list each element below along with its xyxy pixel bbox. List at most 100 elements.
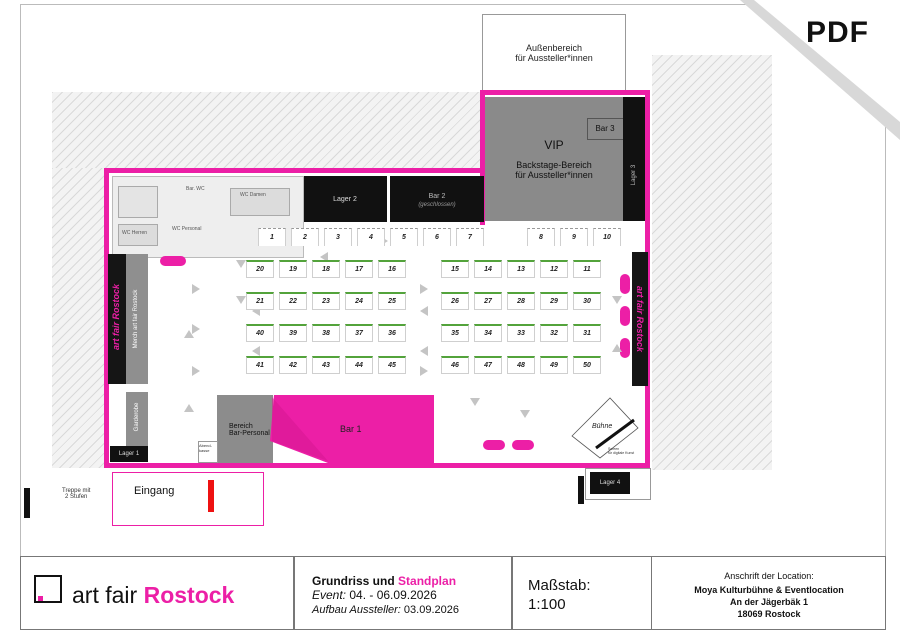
arrow-down — [236, 296, 246, 304]
aufbau-label: Aufbau Aussteller: — [312, 604, 401, 616]
stand-12[interactable]: 12 — [540, 260, 568, 278]
plan-title-main: Grundriss und — [312, 574, 399, 588]
event-dates: 04. - 06.09.2026 — [346, 588, 437, 602]
stand-15[interactable]: 15 — [441, 260, 469, 278]
location-city: 18069 Rostock — [737, 609, 801, 619]
event-line: Event: 04. - 06.09.2026 — [312, 588, 437, 602]
stand-14[interactable]: 14 — [474, 260, 502, 278]
stand-6[interactable]: 6 — [423, 228, 451, 246]
stand-4[interactable]: 4 — [357, 228, 385, 246]
vip-label: VIP — [544, 138, 564, 152]
stand-34[interactable]: 34 — [474, 324, 502, 342]
stand-42[interactable]: 42 — [279, 356, 307, 374]
stand-21[interactable]: 21 — [246, 292, 274, 310]
stand-31[interactable]: 31 — [573, 324, 601, 342]
stand-17[interactable]: 17 — [345, 260, 373, 278]
stand-9[interactable]: 9 — [560, 228, 588, 246]
logo-text: art fair Rostock — [72, 582, 234, 609]
bar2-label: Bar 2 — [428, 193, 446, 200]
bereich-bar-personal — [217, 395, 273, 463]
arrow-down — [612, 296, 622, 304]
stand-10[interactable]: 10 — [593, 228, 621, 246]
stand-27[interactable]: 27 — [474, 292, 502, 310]
stand-33[interactable]: 33 — [507, 324, 535, 342]
stand-1[interactable]: 1 — [258, 228, 286, 246]
garderobe — [126, 392, 148, 446]
lager2: Lager 2 — [303, 176, 387, 222]
scale-value: 1:100 — [528, 596, 566, 613]
stand-29[interactable]: 29 — [540, 292, 568, 310]
stand-46[interactable]: 46 — [441, 356, 469, 374]
aussenbereich: Außenbereich für Aussteller*innen — [482, 14, 626, 92]
arrow-left — [252, 346, 260, 356]
arrow-left — [420, 346, 428, 356]
stand-40[interactable]: 40 — [246, 324, 274, 342]
lager3 — [623, 97, 645, 221]
stand-3[interactable]: 3 — [324, 228, 352, 246]
arrow-up — [184, 404, 194, 412]
stand-44[interactable]: 44 — [345, 356, 373, 374]
stand-45[interactable]: 45 — [378, 356, 406, 374]
stand-18[interactable]: 18 — [312, 260, 340, 278]
footer-logo-cell — [20, 556, 294, 630]
bar2 — [390, 176, 484, 222]
stand-37[interactable]: 37 — [345, 324, 373, 342]
stand-32[interactable]: 32 — [540, 324, 568, 342]
screen-label: Screen für digitale Kunst — [608, 447, 635, 455]
stand-26[interactable]: 26 — [441, 292, 469, 310]
buehne-label: Bühne — [592, 423, 613, 430]
stand-5[interactable]: 5 — [390, 228, 418, 246]
hatched-area-left — [52, 92, 482, 168]
stand-7[interactable]: 7 — [456, 228, 484, 246]
stand-25[interactable]: 25 — [378, 292, 406, 310]
arrow-down — [470, 398, 480, 406]
table-merch — [160, 256, 186, 266]
bar1 — [270, 395, 434, 463]
arrow-left — [320, 252, 328, 262]
arrow-right — [420, 284, 428, 294]
wc-damen — [230, 188, 290, 216]
stand-22[interactable]: 22 — [279, 292, 307, 310]
footer-scale-cell — [512, 556, 652, 630]
stand-16[interactable]: 16 — [378, 260, 406, 278]
location-street: An der Jägerbäk 1 — [729, 597, 809, 607]
wc-cabins — [118, 186, 158, 218]
stand-47[interactable]: 47 — [474, 356, 502, 374]
stand-19[interactable]: 19 — [279, 260, 307, 278]
table-right-2 — [620, 306, 630, 326]
eingang-label: Eingang — [134, 485, 175, 497]
arrow-right — [420, 366, 428, 376]
stand-36[interactable]: 36 — [378, 324, 406, 342]
stand-24[interactable]: 24 — [345, 292, 373, 310]
stand-50[interactable]: 50 — [573, 356, 601, 374]
lager4-frame — [585, 468, 651, 500]
stand-38[interactable]: 38 — [312, 324, 340, 342]
stand-20[interactable]: 20 — [246, 260, 274, 278]
lager4: Lager 4 — [590, 472, 630, 494]
stand-48[interactable]: 48 — [507, 356, 535, 374]
stand-43[interactable]: 43 — [312, 356, 340, 374]
stand-39[interactable]: 39 — [279, 324, 307, 342]
table-bottom-2 — [512, 440, 534, 450]
stand-41[interactable]: 41 — [246, 356, 274, 374]
logo-dot — [38, 596, 43, 601]
entrance-banner-left — [24, 488, 30, 518]
stand-2[interactable]: 2 — [291, 228, 319, 246]
stand-13[interactable]: 13 — [507, 260, 535, 278]
vip-backstage-area — [485, 97, 623, 221]
merch-area — [126, 254, 148, 384]
right-banner — [632, 252, 648, 386]
stand-49[interactable]: 49 — [540, 356, 568, 374]
stand-28[interactable]: 28 — [507, 292, 535, 310]
arrow-right — [192, 366, 200, 376]
logo-text-accent: Rostock — [143, 582, 235, 608]
arrow-up — [184, 330, 194, 338]
stand-23[interactable]: 23 — [312, 292, 340, 310]
arrow-right — [192, 324, 200, 334]
pdf-badge[interactable]: PDF — [806, 16, 869, 49]
stand-11[interactable]: 11 — [573, 260, 601, 278]
stand-8[interactable]: 8 — [527, 228, 555, 246]
arrow-down — [520, 410, 530, 418]
stand-35[interactable]: 35 — [441, 324, 469, 342]
stand-30[interactable]: 30 — [573, 292, 601, 310]
